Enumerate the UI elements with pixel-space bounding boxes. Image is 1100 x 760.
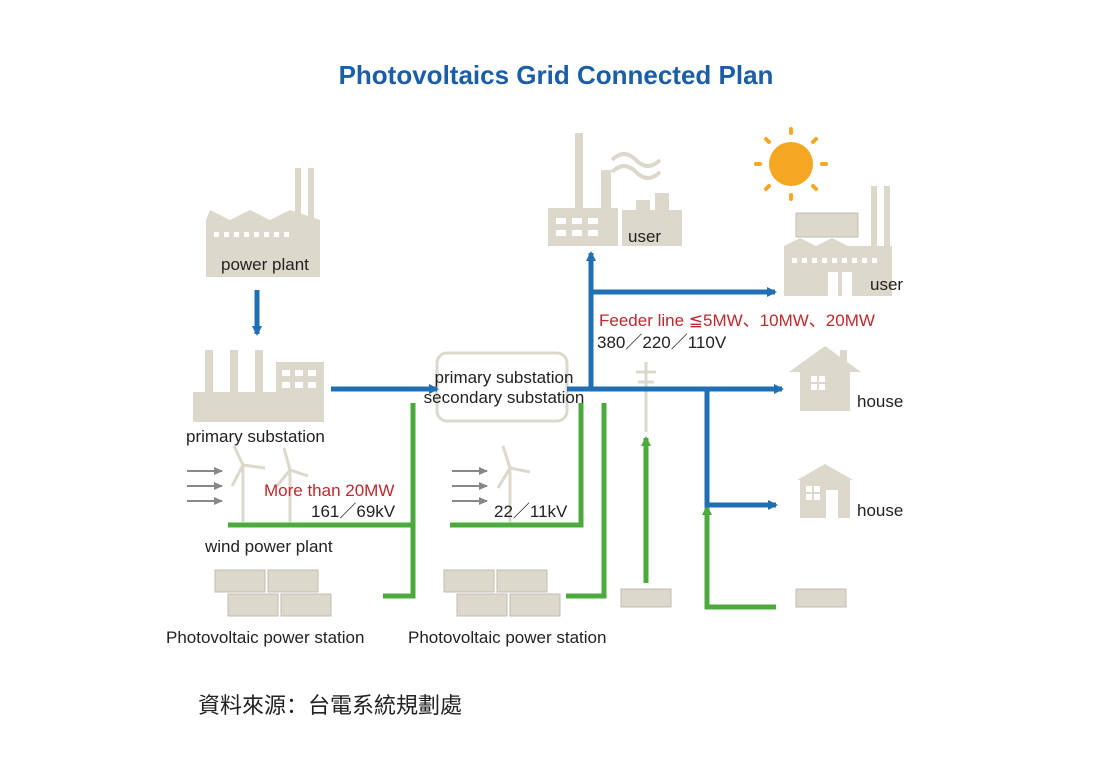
wind-arrows-icon-2 (452, 467, 488, 505)
solar-panel-array-icon-2 (443, 569, 561, 617)
wind-arrows-icon (187, 467, 223, 505)
user-solar-label: user (870, 275, 903, 294)
utility-pole-icon (636, 362, 656, 432)
pv-station-1-label: Photovoltaic power station (166, 628, 364, 647)
pv-mid-line (566, 403, 607, 599)
factory-icon (548, 133, 682, 246)
solar-house-icon (797, 464, 853, 518)
feeder-line-label: Feeder line ≦5MW、10MW、20MW (599, 311, 875, 330)
sun-icon (754, 127, 828, 201)
pv-station-2-label: Photovoltaic power station (408, 628, 606, 647)
diagram-title: Photovoltaics Grid Connected Plan (339, 60, 774, 90)
pv-house-line (702, 505, 776, 610)
house-2-label: house (857, 501, 903, 520)
wind-turbine-icon-2 (496, 445, 531, 522)
to-house-2-line (704, 389, 778, 510)
voltage-380-220-110v-label: 380／220／110V (597, 333, 727, 352)
voltage-161-69kv-label: 161／69kV (311, 502, 396, 521)
house-icon (789, 346, 861, 411)
substation-box-label-1: primary substation (435, 368, 574, 387)
power-plant-label: power plant (221, 255, 309, 274)
solar-factory-icon (784, 186, 892, 296)
user-factory-label: user (628, 227, 661, 246)
pv-left-line (383, 525, 416, 599)
wind-mid-line (450, 403, 584, 528)
solar-panel-array-icon (214, 569, 332, 617)
power-plant-icon (206, 168, 320, 277)
small-solar-panel-icon (620, 588, 847, 608)
primary-substation-label: primary substation (186, 427, 325, 446)
blue-transmission-lines (331, 251, 784, 510)
wind-turbine-icon (230, 445, 309, 522)
more-than-20mw-label: More than 20MW (264, 481, 394, 500)
wind-power-plant-label: wind power plant (204, 537, 333, 556)
substation-box (435, 351, 569, 423)
source-caption: 資料來源：台電系統規劃處 (198, 694, 462, 719)
voltage-22-11kv-label: 22／11kV (494, 502, 568, 521)
house-1-label: house (857, 392, 903, 411)
primary-substation-icon (193, 350, 324, 422)
substation-box-label-2: secondary substation (424, 388, 585, 407)
green-generation-lines (228, 403, 776, 610)
